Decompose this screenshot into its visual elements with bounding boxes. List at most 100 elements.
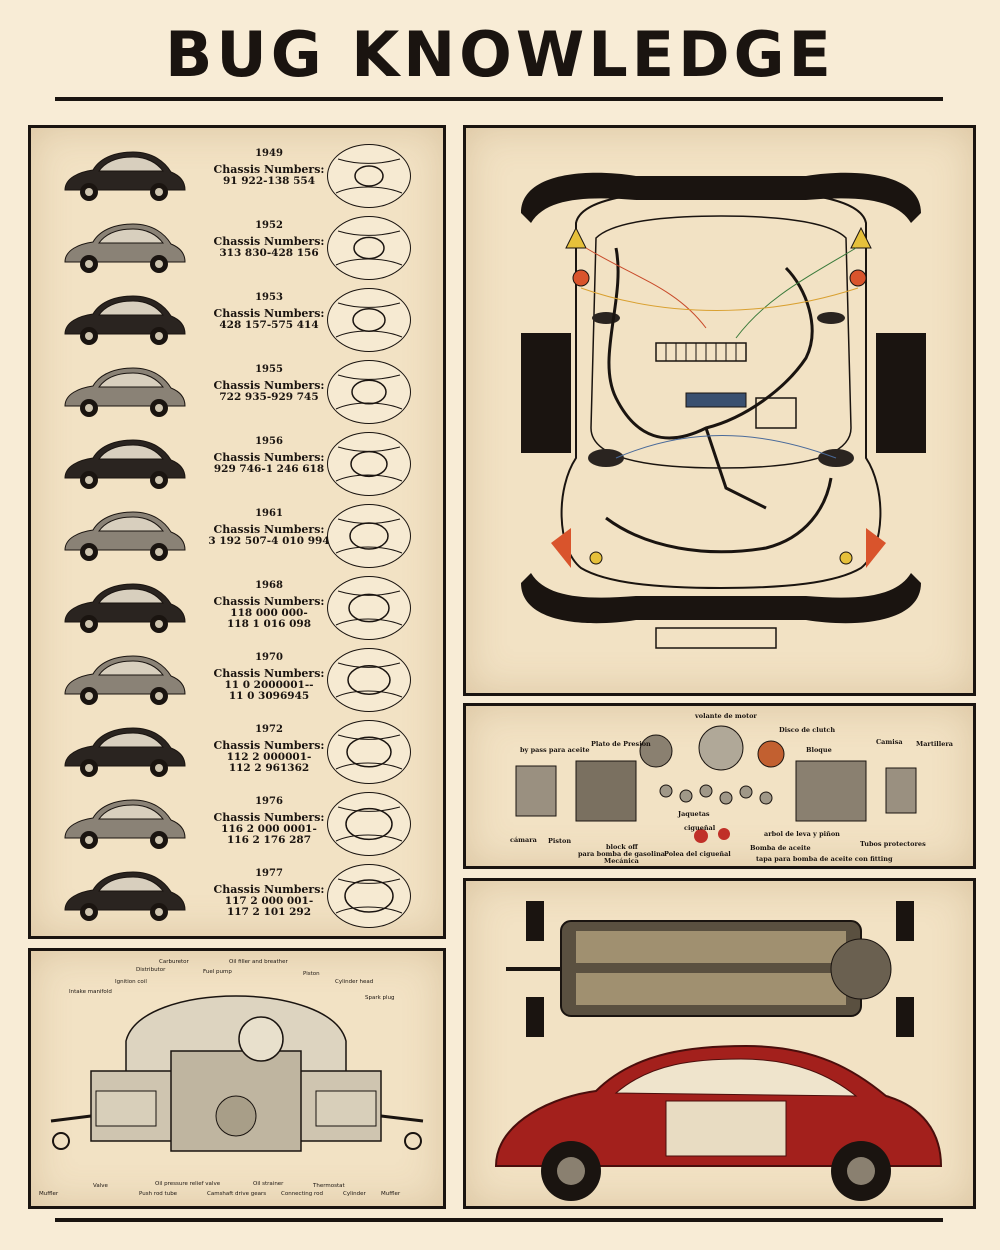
engine-exploded-panel: volante de motor Disco de clutch Plato d… [463,703,976,869]
label-fuel-pump: Fuel pump [203,969,232,975]
chassis-label: Chassis Numbers: [213,451,325,464]
model-year: 1976 [255,796,283,807]
chassis-range: 116 2 176 287 [226,834,312,846]
label-camshaft: Camshaft drive gears [207,1191,267,1197]
chassis-range: 11 0 2000001-- [224,679,314,691]
flywheel-icon [698,725,744,771]
label-cyl-head: Cylinder head [335,979,374,985]
pressure-plate-icon [639,734,673,768]
label-ignition: Ignition coil [115,979,147,985]
beetle-silhouette-icon [64,439,186,489]
rear-harness-wire [605,477,833,554]
label-mecanica: Mecánica [604,857,639,865]
beetle-silhouette-icon [64,223,186,273]
left-indicator-icon [572,269,590,287]
label-ciguenal: cigueñal [684,824,716,832]
chassis-range: 117 2 101 292 [226,906,312,918]
label-bloque: Bloque [806,746,832,754]
label-piston-c: Piston [303,971,320,977]
engine-block-icon [795,760,867,822]
chassis-label: Chassis Numbers: [213,811,325,824]
bottom-rule [55,1218,943,1222]
chassis-range: 722 935-929 745 [219,391,319,403]
chassis-range: 112 2 000001- [226,751,312,763]
rear-bulb-icon [589,551,603,565]
rear-window-detail-icon [327,792,411,856]
beetle-silhouette-icon [64,799,186,849]
rear-window-detail-icon [327,216,411,280]
rear-window-detail-icon [327,360,411,424]
harness-branch-wire [704,427,767,510]
label-intake: Intake manifold [69,989,112,995]
label-muffler-right: Muffler [381,1191,401,1197]
label-oil-relief: Oil pressure relief valve [155,1181,221,1187]
beetle-silhouette-icon [64,583,186,633]
right-indicator-icon [849,269,867,287]
label-martillera: Martillera [916,740,954,748]
chassis-wheel [896,997,914,1037]
label-disco: Disco de clutch [779,726,836,734]
rear-window-detail-icon [327,144,411,208]
beetle-silhouette-icon [64,151,186,201]
label-push-rod: Push rod tube [139,1191,178,1197]
label-arbol: arbol de leva y piñon [764,830,840,838]
rear-bumper [521,573,921,624]
red-wire [585,247,707,329]
beetle-silhouette-icon [64,367,186,417]
speaker-icon [817,312,845,324]
chassis-range: 3 192 507-4 010 994 [208,535,330,547]
chassis-label: Chassis Numbers: [213,163,325,176]
speaker-icon [588,449,624,467]
beetle-silhouette-icon [64,511,186,561]
label-spark: Spark plug [365,995,395,1001]
chassis-label: Chassis Numbers: [213,379,325,392]
chassis-drawing [494,901,943,1201]
engine-cutaway-drawing [50,995,424,1152]
label-piston: Piston [548,837,572,845]
engine-block-icon [575,760,637,822]
chassis-range: 929 746-1 246 618 [213,463,325,475]
chassis-label: Chassis Numbers: [213,667,325,680]
model-year: 1972 [255,724,283,735]
beetle-silhouette-icon [64,295,186,345]
beetle-silhouette-icon [64,727,186,777]
speaker-icon [592,312,620,324]
label-polea: Polea del cigueñal [664,850,731,858]
fuse-box [655,342,747,362]
car-body-outline [560,188,882,590]
blue-wire [615,435,837,459]
rear-window-detail-icon [327,864,411,928]
model-year: 1956 [255,436,283,447]
chassis-label: Chassis Numbers: [213,739,325,752]
chassis-range: 11 0 3096945 [228,690,310,702]
model-year: 1955 [255,364,283,375]
model-year: 1949 [255,148,283,159]
label-carburetor: Carburetor [159,959,189,965]
label-valve: Valve [93,1183,108,1189]
chassis-range: 313 830-428 156 [219,247,319,259]
chassis-range: 118 1 016 098 [226,618,312,630]
chassis-range: 116 2 000 0001- [221,823,317,835]
chassis-range: 428 157-575 414 [219,319,319,331]
rear-window-detail-icon [327,576,411,640]
left-muffler [52,1132,70,1150]
label-plato: Plato de Presion [591,740,651,748]
rear-window-detail-icon [327,504,411,568]
label-camara: cámara [510,836,537,844]
oil-pump-icon [718,828,730,840]
label-oil-filler: Oil filler and breather [229,959,288,965]
left-wheel [521,333,571,453]
label-distributor: Distributor [136,967,166,973]
chassis-range: 117 2 000 001- [224,895,314,907]
right-muffler [404,1132,422,1150]
